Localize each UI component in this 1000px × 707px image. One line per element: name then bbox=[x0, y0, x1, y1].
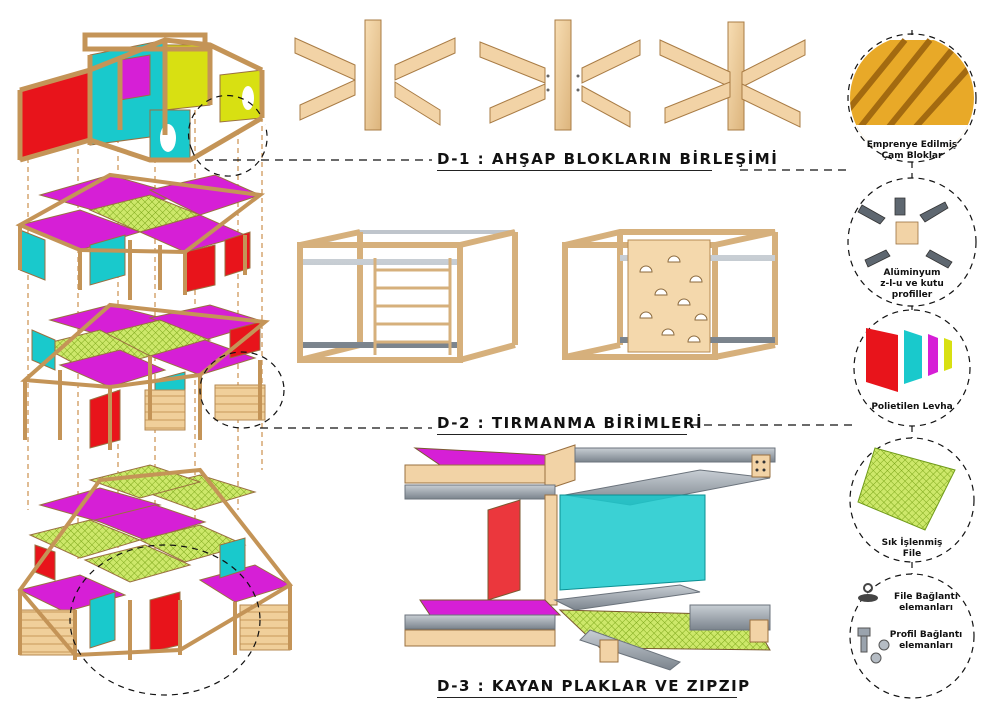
tower-level-4 bbox=[17, 464, 293, 660]
caption-wood-line1: Emprenye Edilmiş bbox=[866, 140, 958, 150]
section-rule-d3 bbox=[437, 697, 737, 698]
caption-panel-line1: Polietilen Levha bbox=[871, 402, 953, 412]
caption-aluminium-line1: Alüminyum bbox=[883, 268, 941, 278]
caption-wood-line2: Çam Bloklar bbox=[881, 151, 943, 161]
caption-net-line2: File bbox=[902, 549, 922, 559]
caption-aluminium: Alüminyum z-l-u ve kutu profiller bbox=[862, 268, 962, 301]
climbing-wall-frame bbox=[562, 229, 778, 360]
material-circles bbox=[847, 30, 977, 699]
aluminium-profiles-icon bbox=[857, 197, 953, 269]
joint-with-bolts bbox=[479, 19, 641, 131]
section-title-d3: D-3 : KAYAN PLAKLAR VE ZIPZIP bbox=[437, 677, 751, 695]
joint-exploded bbox=[294, 19, 456, 131]
tower-level-3 bbox=[20, 302, 270, 450]
caption-aluminium-line3: profiller bbox=[891, 290, 933, 300]
joint-assembled bbox=[659, 21, 806, 131]
fittings-icon bbox=[857, 583, 890, 664]
d2-climbing-units bbox=[297, 229, 778, 363]
section-title-d2: D-2 : TIRMANMA BİRİMLERİ bbox=[437, 414, 704, 432]
caption-net-fittings: File Bağlantı elemanları bbox=[886, 592, 966, 614]
caption-net-fittings-line2: elemanları bbox=[899, 603, 953, 613]
caption-profile-fittings-line2: elemanları bbox=[899, 641, 953, 651]
caption-net-fittings-line1: File Bağlantı bbox=[894, 592, 958, 602]
caption-panel: Polietilen Levha bbox=[862, 402, 962, 413]
caption-wood: Emprenye Edilmiş Çam Bloklar bbox=[862, 140, 962, 162]
d3-sliding-plates bbox=[404, 444, 776, 671]
polyethylene-sheets-icon bbox=[866, 328, 952, 392]
d1-joints bbox=[294, 19, 806, 131]
caption-net: Sık İşlenmiş File bbox=[862, 538, 962, 560]
tower-level-1 bbox=[17, 32, 265, 163]
section-rule-d2 bbox=[437, 434, 687, 435]
caption-profile-fittings: Profil Bağlantı elemanları bbox=[886, 630, 966, 652]
caption-net-line1: Sık İşlenmiş bbox=[881, 538, 943, 548]
ladder-frame bbox=[297, 229, 518, 363]
caption-aluminium-line2: z-l-u ve kutu bbox=[880, 279, 944, 289]
caption-profile-fittings-line1: Profil Bağlantı bbox=[889, 630, 963, 640]
tower-level-2 bbox=[15, 172, 266, 300]
exploded-tower bbox=[15, 32, 293, 696]
section-title-d1: D-1 : AHŞAP BLOKLARIN BİRLEŞİMİ bbox=[437, 150, 779, 168]
net-icon bbox=[857, 447, 956, 531]
section-rule-d1 bbox=[437, 170, 712, 171]
